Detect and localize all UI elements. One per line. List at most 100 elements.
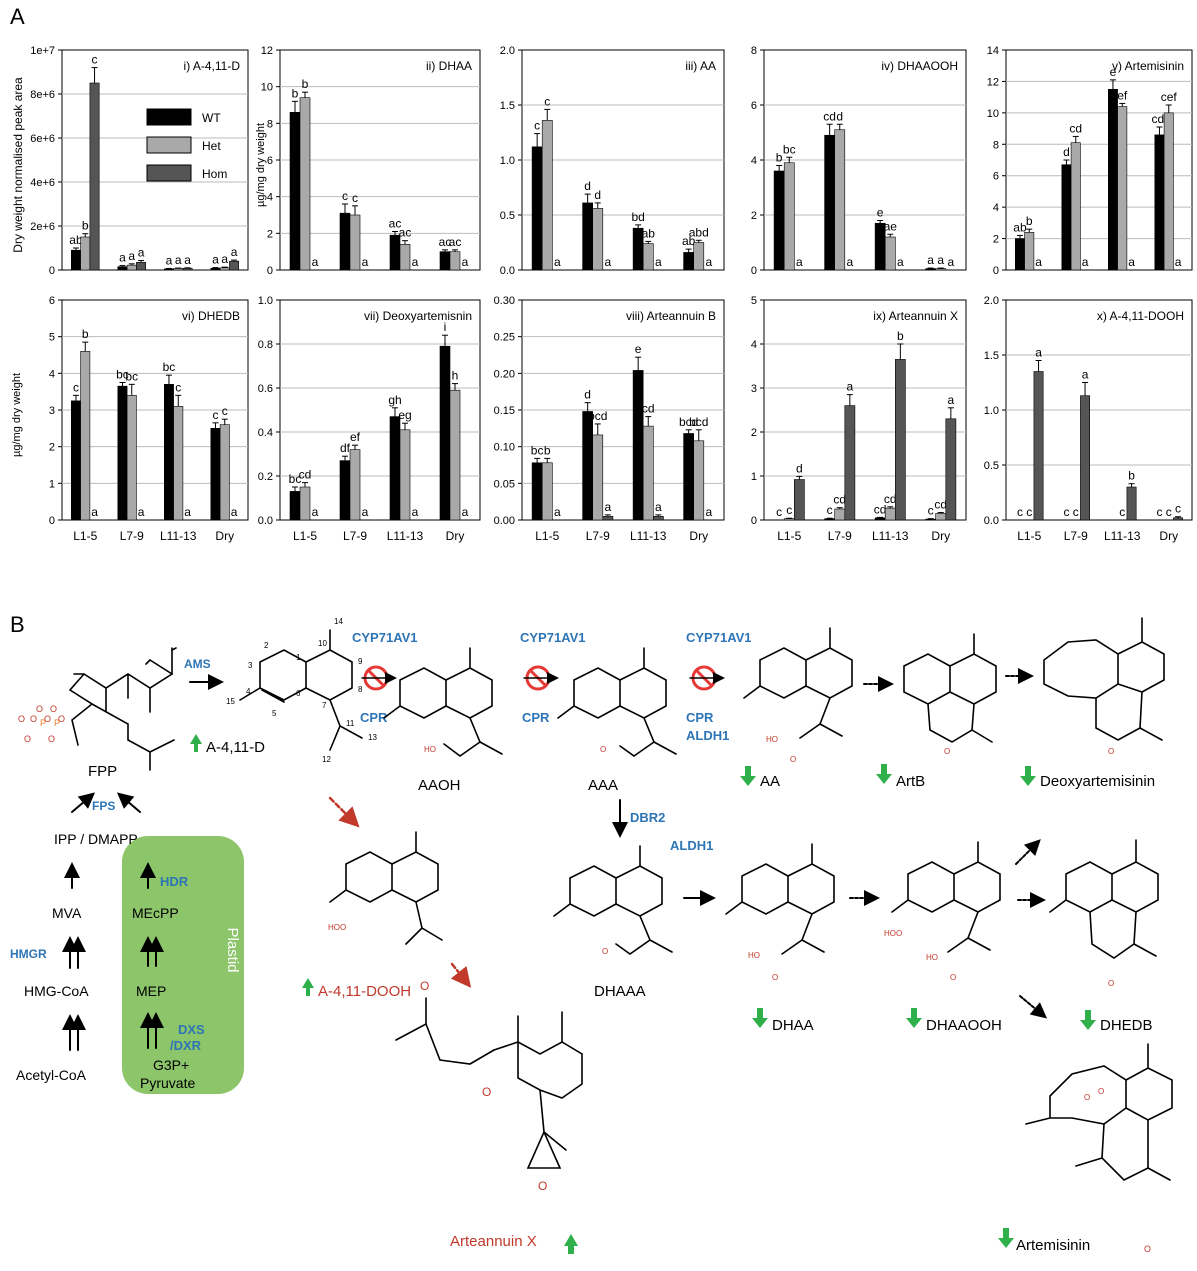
significance-letter: a (119, 251, 126, 265)
artemisinin-label: Artemisinin (1016, 1237, 1090, 1254)
significance-letter: a (462, 505, 469, 519)
significance-letter: gh (388, 393, 401, 407)
bar (632, 370, 644, 521)
bar (71, 249, 81, 271)
y-tick-label: 6 (993, 171, 999, 183)
bar (71, 400, 81, 521)
legend-swatch-wt (146, 108, 192, 126)
y-tick-label: 14 (987, 45, 999, 57)
bar (935, 268, 947, 271)
arrow-a411d-dooh (328, 796, 360, 828)
significance-letter: ac (449, 235, 462, 249)
significance-letter: a (1035, 346, 1042, 360)
a411d-label: A-4,11-D (206, 739, 265, 756)
x-tick-label: Dry (931, 529, 950, 543)
y-tick-label: 0.15 (494, 405, 515, 417)
fpp-structure (68, 647, 177, 771)
down-arrow-artb-icon (876, 774, 892, 784)
bar (592, 208, 604, 271)
chart-title: ii) DHAA (426, 59, 472, 73)
y-tick-label: 4 (751, 155, 757, 167)
down-arrow-deoxy-icon (1020, 776, 1036, 786)
significance-letter: bc (531, 443, 544, 457)
significance-letter: a (927, 253, 934, 267)
significance-letter: a (1175, 255, 1182, 269)
hmgcoa-label: HMG-CoA (24, 983, 89, 999)
significance-letter: a (948, 255, 955, 269)
bar (299, 486, 311, 521)
y-tick-label: 2.0 (984, 295, 999, 307)
significance-letter: a (175, 253, 182, 267)
bar (136, 261, 146, 271)
y-tick-label: 5 (751, 295, 757, 307)
artx-o1: O (420, 979, 429, 993)
mecpp-label: MEcPP (132, 905, 179, 921)
bar (783, 518, 795, 521)
significance-letter: cd (1069, 121, 1082, 135)
significance-letter: c (1119, 505, 1125, 519)
significance-letter: cd (299, 468, 312, 482)
bar (652, 516, 664, 521)
y-tick-label: 1e+7 (30, 45, 55, 57)
significance-letter: a (605, 255, 612, 269)
y-tick-label: 12 (987, 76, 999, 88)
y-tick-label: 0.0 (258, 515, 273, 527)
significance-letter: e (877, 206, 884, 220)
dxr-enzyme: /DXR (170, 1038, 202, 1053)
y-tick-label: 0.10 (494, 442, 515, 454)
y-tick-label: 5 (49, 332, 55, 344)
y-tick-label: 2 (993, 234, 999, 246)
chart-title: i) A-4,11-D (184, 59, 241, 73)
ams-enzyme: AMS (184, 657, 211, 671)
bar (1024, 231, 1035, 271)
cpr-enzyme-2: CPR (522, 710, 550, 725)
artx-label: Arteannuin X (450, 1233, 537, 1250)
significance-letter: cd (884, 492, 897, 506)
significance-letter: a (138, 505, 145, 519)
deoxy-o: O (1108, 747, 1114, 756)
significance-letter: d (1063, 145, 1070, 159)
a411d-structure (239, 629, 363, 751)
y-tick-label: 10 (987, 108, 999, 120)
significance-letter: b (1026, 214, 1033, 228)
arrow-mep-fpp (116, 792, 141, 813)
chart-frame (1005, 49, 1193, 271)
bar (683, 252, 694, 271)
significance-letter: a (362, 255, 369, 269)
dhaa-structure (725, 843, 835, 955)
y-tick-label: 1.0 (984, 405, 999, 417)
down-arrow-dhaaooh-stem (911, 1008, 917, 1018)
significance-letter: cd (642, 402, 655, 416)
significance-letter: bc (125, 369, 138, 383)
y-tick-label: 8 (751, 45, 757, 57)
bar (1126, 486, 1137, 521)
y-tick-label: 0.30 (494, 295, 515, 307)
y-tick-label: 6 (751, 100, 757, 112)
significance-letter: abd (689, 225, 709, 239)
x-tick-label: Dry (1159, 529, 1178, 543)
significance-letter: c (776, 505, 782, 519)
artemisinin-o1: O (1084, 1093, 1090, 1102)
svg-text:6: 6 (296, 689, 301, 698)
y-tick-label: 0.05 (494, 478, 515, 490)
significance-letter: c (342, 189, 348, 203)
deoxy-structure (1043, 617, 1165, 741)
significance-letter: b (544, 443, 551, 457)
bar (602, 516, 614, 521)
significance-letter: a (1082, 368, 1089, 382)
plastid-compartment (122, 836, 244, 1094)
bar (834, 508, 846, 521)
y-tick-label: 2 (751, 210, 757, 222)
artb-o: O (944, 747, 950, 756)
y-tick-label: 4 (267, 192, 273, 204)
bar (339, 460, 351, 521)
significance-letter: ab (682, 234, 696, 248)
x-tick-label: L7-9 (586, 529, 610, 543)
significance-letter: a (462, 255, 469, 269)
legend-swatch-hom (146, 164, 192, 182)
svg-text:2: 2 (264, 641, 269, 650)
bar (592, 434, 604, 521)
